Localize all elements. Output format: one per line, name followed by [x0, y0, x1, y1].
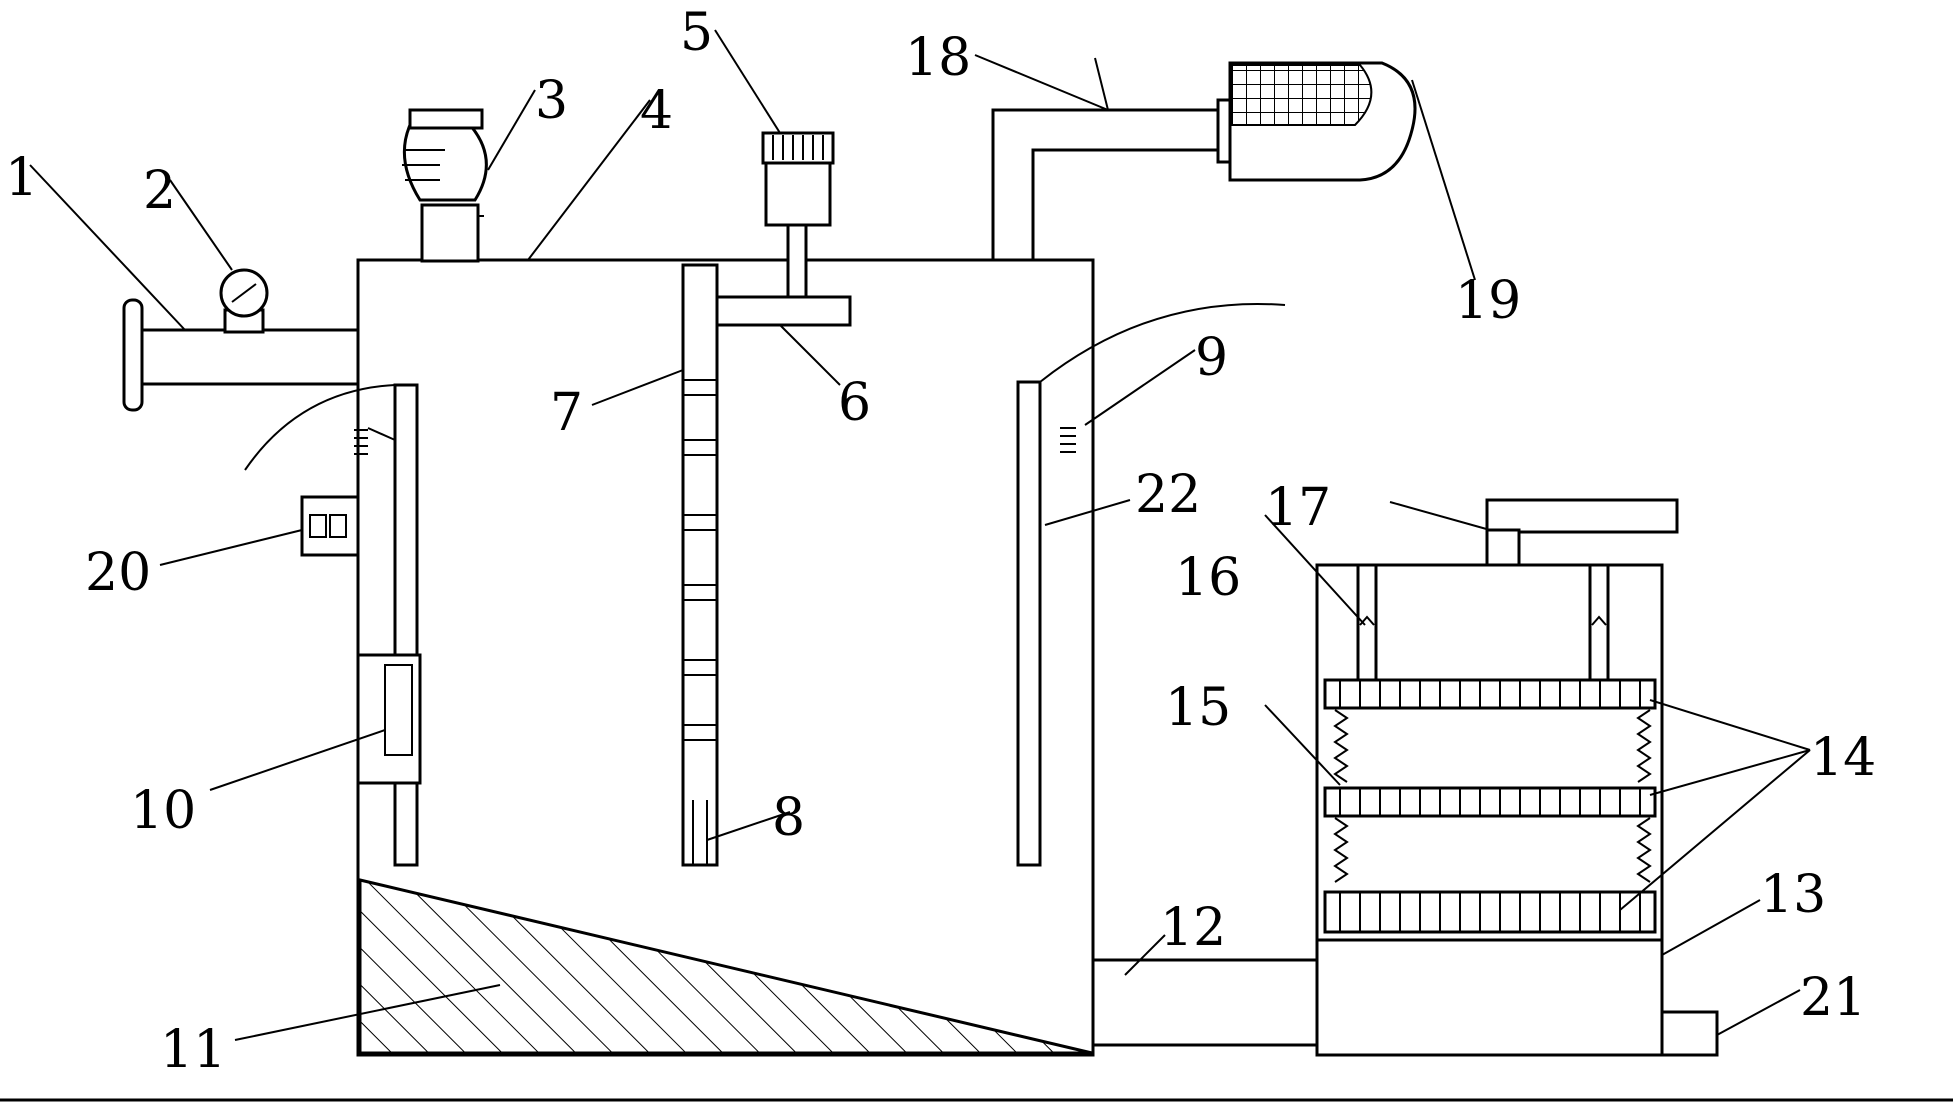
callout-18: 18 — [905, 28, 971, 88]
callout-22: 22 — [1135, 465, 1201, 525]
callout-14: 14 — [1810, 728, 1876, 788]
exhaust-duct — [991, 108, 1225, 260]
callout-10: 10 — [130, 781, 196, 841]
callout-21: 21 — [1800, 968, 1866, 1028]
connecting-pipe — [1093, 958, 1317, 1047]
exhaust-fan — [1216, 61, 1417, 182]
callout-6: 6 — [838, 373, 871, 433]
callout-19: 19 — [1455, 271, 1521, 331]
inlet-pipe — [122, 298, 360, 412]
callout-15: 15 — [1165, 678, 1231, 738]
callout-1: 1 — [5, 148, 38, 208]
callout-16: 16 — [1175, 548, 1241, 608]
callout-20: 20 — [85, 543, 151, 603]
callout-7: 7 — [550, 383, 583, 443]
access-door — [356, 653, 422, 785]
callout-17: 17 — [1265, 478, 1331, 538]
top-feeder — [402, 108, 488, 263]
callout-2: 2 — [143, 161, 176, 221]
callout-9: 9 — [1195, 328, 1228, 388]
callout-13: 13 — [1760, 865, 1826, 925]
pressure-gauge — [219, 268, 269, 334]
leader-lines — [29, 29, 1811, 1041]
callout-4: 4 — [640, 81, 673, 141]
stirring-shaft — [681, 263, 719, 867]
callout-11: 11 — [160, 1020, 226, 1080]
top-fitting — [1485, 498, 1679, 567]
filter-screens — [1323, 678, 1657, 934]
callout-5: 5 — [680, 3, 713, 63]
outlet-pipe — [1660, 1010, 1719, 1057]
callout-8: 8 — [772, 788, 805, 848]
control-panel — [300, 495, 360, 557]
callout-12: 12 — [1160, 898, 1226, 958]
stirrer-motor — [710, 131, 852, 327]
callout-3: 3 — [535, 71, 568, 131]
main-tank — [356, 258, 1095, 1057]
right-heating-plate — [1016, 302, 1286, 867]
filter-springs — [1333, 709, 1652, 883]
sloped-base-hatched — [358, 878, 1093, 1055]
press-cylinders — [1356, 563, 1610, 682]
